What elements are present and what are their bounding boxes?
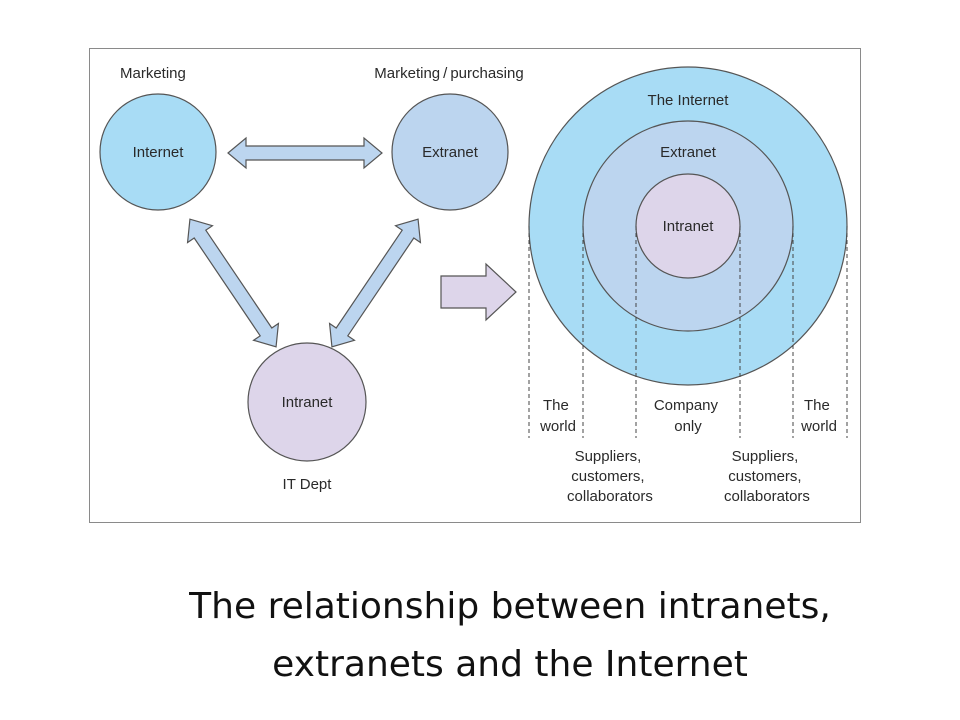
internet-label: Internet — [133, 144, 185, 161]
extranet-ring-label: Extranet — [660, 144, 717, 161]
region-partners-left: Suppliers, customers, collaborators — [567, 448, 653, 505]
region-partners-right: Suppliers, customers, collaborators — [724, 448, 810, 505]
intranet-owner-label: IT Dept — [283, 476, 333, 493]
intranet-circle — [247, 342, 367, 462]
intranet-core-label: Intranet — [663, 218, 715, 235]
the-internet-ring-label: The Internet — [648, 92, 730, 109]
region-world-left: The world — [539, 397, 576, 435]
region-divider-lines — [528, 226, 848, 438]
extranet-circle — [391, 93, 509, 211]
internet-owner-label: Marketing — [120, 65, 186, 82]
transition-arrow — [440, 262, 517, 322]
region-world-right: The world — [800, 397, 837, 435]
slide-title-line-1: The relationship between intranets, — [189, 586, 831, 627]
intranet-label: Intranet — [282, 394, 334, 411]
double-arrow-extranet-intranet — [328, 218, 422, 348]
slide-title: The relationship between intranets, extr… — [60, 578, 960, 694]
slide-title-line-2: extranets and the Internet — [272, 644, 748, 685]
double-arrow-internet-extranet — [227, 136, 383, 170]
extranet-label: Extranet — [422, 144, 479, 161]
double-arrow-internet-intranet — [186, 218, 280, 348]
region-company-only: Company only — [654, 397, 722, 435]
internet-circle — [99, 93, 217, 211]
extranet-owner-label: Marketing / purchasing — [374, 65, 523, 82]
